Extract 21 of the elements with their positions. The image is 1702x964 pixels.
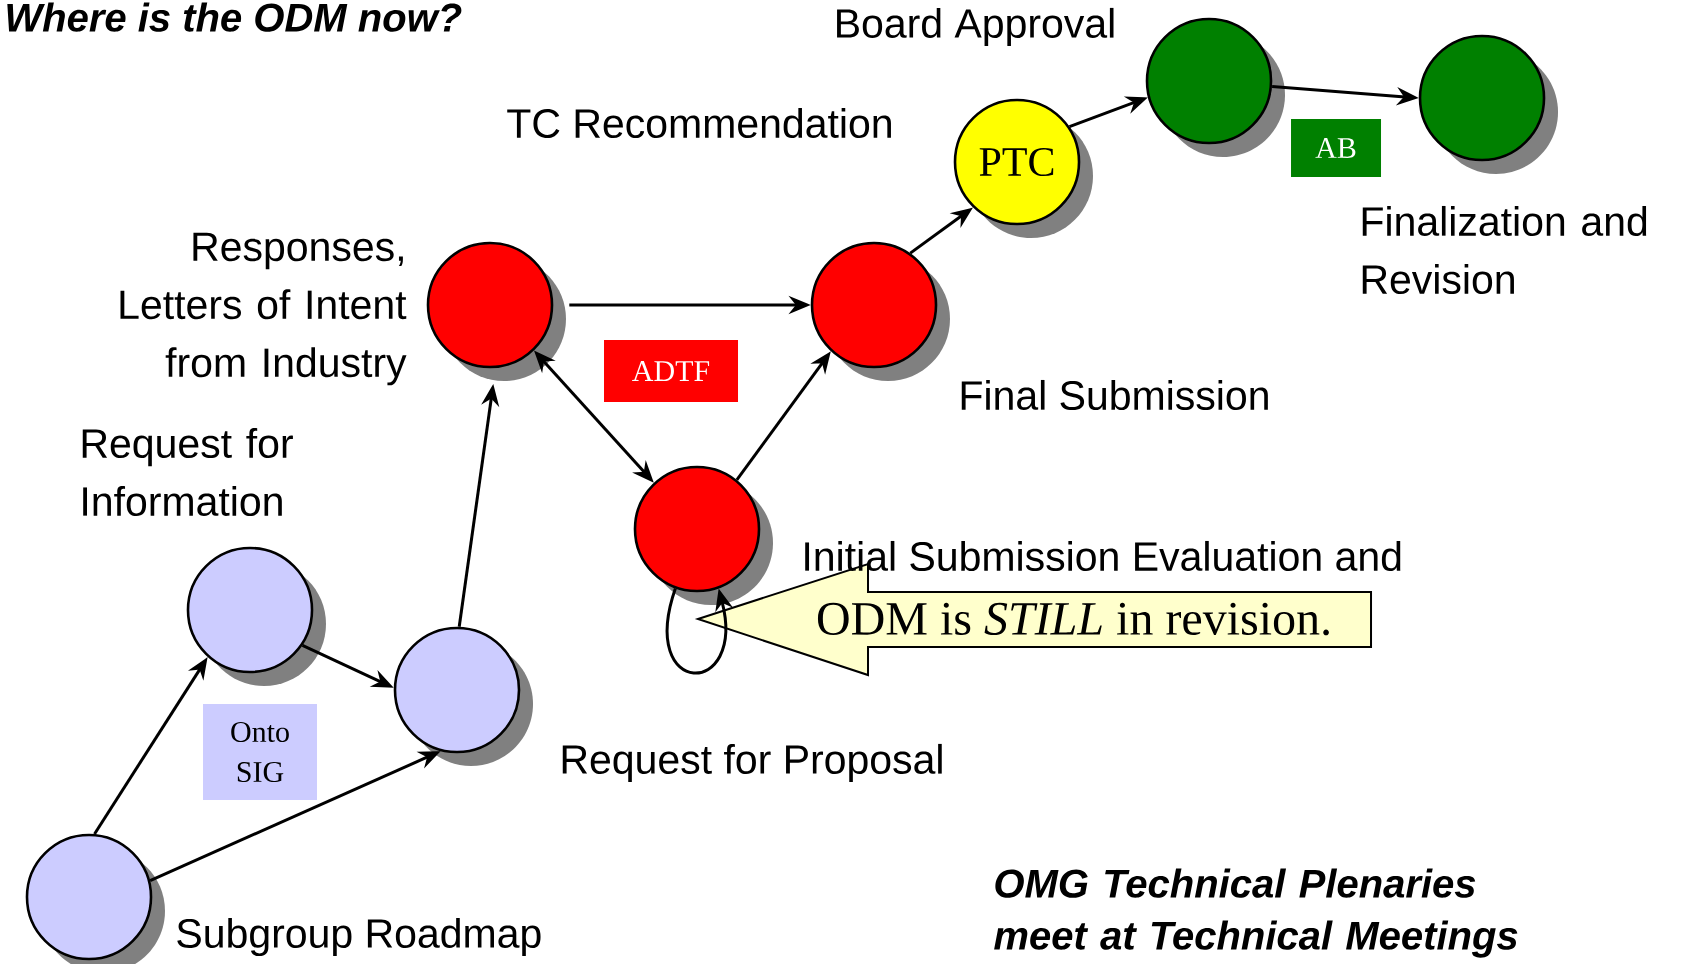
stage-label: Request for Information bbox=[82, 427, 293, 517]
stage-label: Board Approval bbox=[837, 7, 1114, 47]
stage-label: Finalization and Revision bbox=[1362, 205, 1647, 295]
stage-circle bbox=[393, 626, 533, 766]
stage-label: TC Recommendation bbox=[507, 107, 891, 139]
label-box: Onto SIG bbox=[203, 704, 317, 800]
stage-circle bbox=[426, 241, 566, 381]
stage-circle bbox=[25, 833, 165, 964]
stage-label: Responses, Letters of Intent from Industry bbox=[120, 232, 407, 386]
label-box: ADTF bbox=[604, 340, 738, 402]
stage-circle bbox=[810, 241, 950, 381]
stage-label: Subgroup Roadmap bbox=[177, 917, 541, 957]
stage-circle bbox=[633, 465, 773, 605]
note-text: OMG Technical Plenaries meet at Technical Meetings bbox=[994, 868, 1518, 958]
title: Where is the ODM now? bbox=[7, 2, 462, 32]
label-box: AB bbox=[1291, 119, 1381, 177]
stage-circle bbox=[1145, 17, 1285, 157]
stage-circle bbox=[186, 546, 326, 686]
stage-label: Request for Proposal bbox=[562, 743, 942, 783]
stage-label: Final Submission bbox=[961, 379, 1268, 411]
stage-circle bbox=[1418, 34, 1558, 174]
